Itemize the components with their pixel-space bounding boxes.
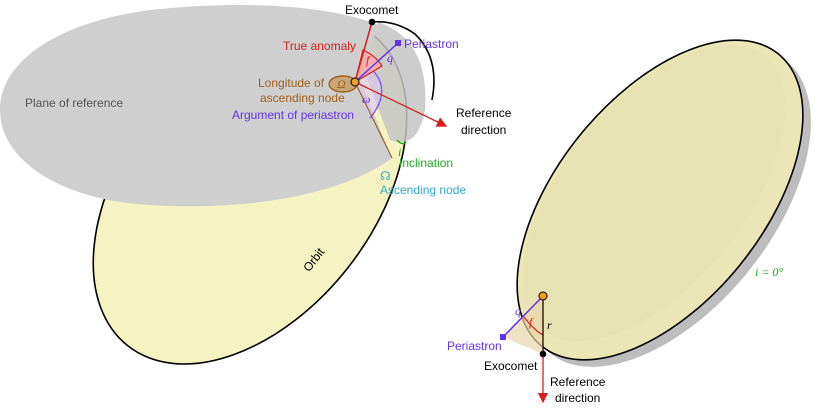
exocomet-label: Exocomet (345, 3, 399, 17)
focus-star (350, 77, 360, 87)
inclination-value: i = 0° (755, 265, 783, 279)
r-symbol-right: r (547, 318, 552, 332)
argument-wedge (355, 70, 382, 118)
periastron-label-right: Periastron (447, 339, 502, 353)
reference-direction-arrow (354, 81, 448, 127)
reference-label-right-2: direction (555, 391, 600, 404)
i-symbol: i (398, 145, 401, 159)
omega-small-symbol: ω (362, 92, 370, 106)
f-symbol-right: f (529, 315, 534, 329)
true-anomaly-wedge-right (503, 296, 543, 354)
exocomet-point-right (539, 350, 547, 358)
ascending-node-symbol: ☊ (380, 169, 391, 183)
orbit-shading (360, 22, 426, 142)
reference-label-2: direction (461, 123, 506, 137)
plane-label: Plane of reference (25, 96, 123, 110)
inclination-label: Inclination (399, 156, 453, 170)
periastron-point-right (500, 334, 506, 340)
reference-label-1: Reference (456, 106, 512, 120)
left-diagram: Exocomet True anomaly Periastron Longitu… (0, 3, 512, 365)
longitude-label-2: ascending node (260, 91, 345, 105)
exocomet-label-right: Exocomet (484, 359, 538, 373)
longitude-label-1: Longitude of (258, 76, 325, 90)
orbit-outline-top (371, 20, 435, 101)
omega-big-symbol: Ω (337, 77, 346, 91)
right-diagram: i = 0° Periastron Exocomet Reference dir… (447, 39, 811, 405)
inclination-arc (396, 139, 407, 145)
q-line-right (502, 295, 544, 338)
q-symbol-right: q (515, 304, 521, 318)
ascending-node-label: Ascending node (380, 183, 466, 197)
reference-plane (0, 5, 392, 207)
reference-label-right-1: Reference (550, 375, 606, 389)
true-anomaly-label: True anomaly (283, 39, 356, 53)
argument-label: Argument of periastron (232, 108, 354, 122)
focus-star-right (538, 291, 548, 301)
exocomet-point (368, 18, 376, 26)
f-arc-right (523, 316, 544, 336)
periastron-label: Periastron (404, 37, 459, 51)
periastron-point (395, 40, 401, 46)
periastron-line (354, 42, 399, 83)
orbit-inner-band (523, 44, 785, 342)
node-line (354, 81, 393, 159)
exocomet-line (354, 21, 373, 83)
q-symbol: q (387, 51, 393, 65)
f-symbol: f (366, 53, 371, 67)
